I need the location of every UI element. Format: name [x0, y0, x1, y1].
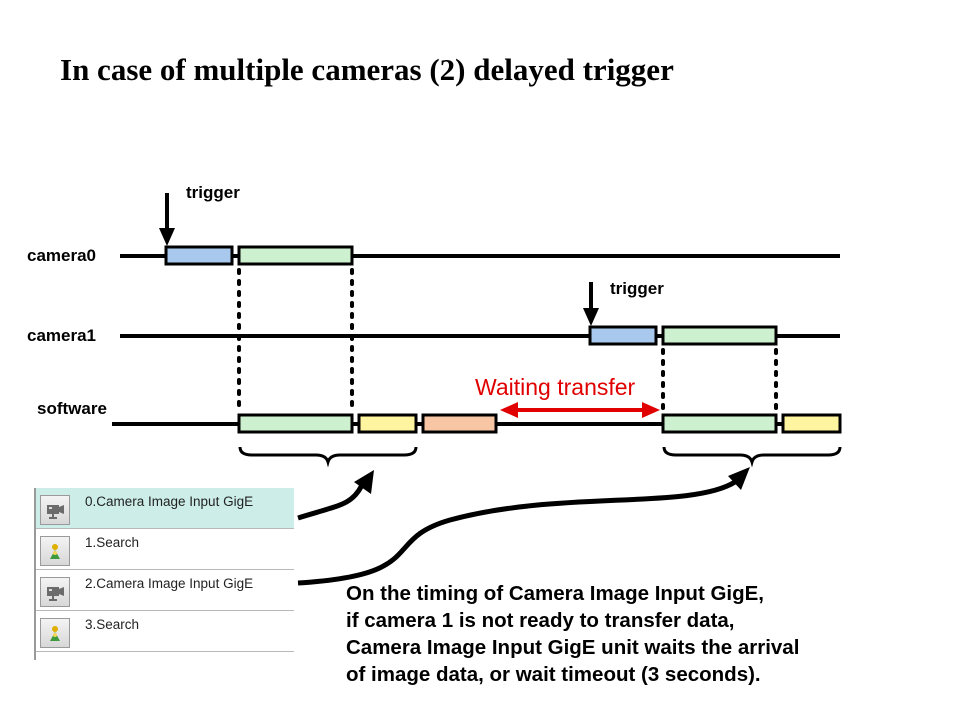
dotted-connectors — [237, 268, 778, 412]
camera1-exposure-bar — [588, 325, 658, 346]
waiting-transfer-label: Waiting transfer — [475, 374, 636, 400]
flow-item-label: 0.Camera Image Input GigE — [85, 494, 254, 509]
software-input0-bar — [237, 413, 354, 434]
brace-right — [662, 446, 842, 468]
note-line: if camera 1 is not ready to transfer dat… — [346, 609, 735, 632]
camera0-exposure-bar — [164, 245, 234, 266]
camera0-transfer-bar — [237, 245, 354, 266]
camera-icon — [40, 495, 70, 525]
brace-left — [238, 446, 418, 468]
camera-icon — [40, 577, 70, 607]
software-wait-bar — [421, 413, 498, 434]
flow-list: 0.Camera Image Input GigE 1.Search 2.Cam… — [34, 488, 294, 660]
curved-arrow-to-right-brace — [297, 467, 750, 586]
trigger-label-camera0: trigger — [186, 183, 240, 202]
camera1-transfer-bar — [661, 325, 778, 346]
search-icon — [40, 618, 70, 648]
flow-item-0[interactable]: 0.Camera Image Input GigE — [36, 488, 294, 529]
flow-item-label: 2.Camera Image Input GigE — [85, 576, 254, 591]
row-label-camera0: camera0 — [27, 246, 97, 265]
flow-item-label: 1.Search — [85, 535, 140, 550]
note-line: of image data, or wait timeout (3 second… — [346, 663, 761, 686]
row-label-software: software — [37, 399, 107, 418]
note-line: On the timing of Camera Image Input GigE… — [346, 582, 765, 605]
page-title: In case of multiple cameras (2) delayed … — [60, 52, 674, 87]
trigger-arrow-camera0 — [159, 193, 175, 246]
explanation-note: On the timing of Camera Image Input GigE… — [346, 580, 956, 688]
flow-item-1[interactable]: 1.Search — [36, 529, 294, 570]
software-input2-bar — [661, 413, 778, 434]
waiting-double-arrow — [500, 402, 660, 418]
search-icon — [40, 536, 70, 566]
note-line: Camera Image Input GigE unit waits the a… — [346, 636, 800, 659]
curved-arrow-to-left-brace — [297, 470, 374, 521]
trigger-label-camera1: trigger — [610, 279, 664, 298]
flow-item-3[interactable]: 3.Search — [36, 611, 294, 652]
flow-item-label: 3.Search — [85, 617, 140, 632]
row-label-camera1: camera1 — [27, 326, 97, 345]
flow-item-2[interactable]: 2.Camera Image Input GigE — [36, 570, 294, 611]
trigger-arrow-camera1 — [583, 282, 599, 326]
software-search1-bar — [357, 413, 418, 434]
software-search3-bar — [781, 413, 842, 434]
